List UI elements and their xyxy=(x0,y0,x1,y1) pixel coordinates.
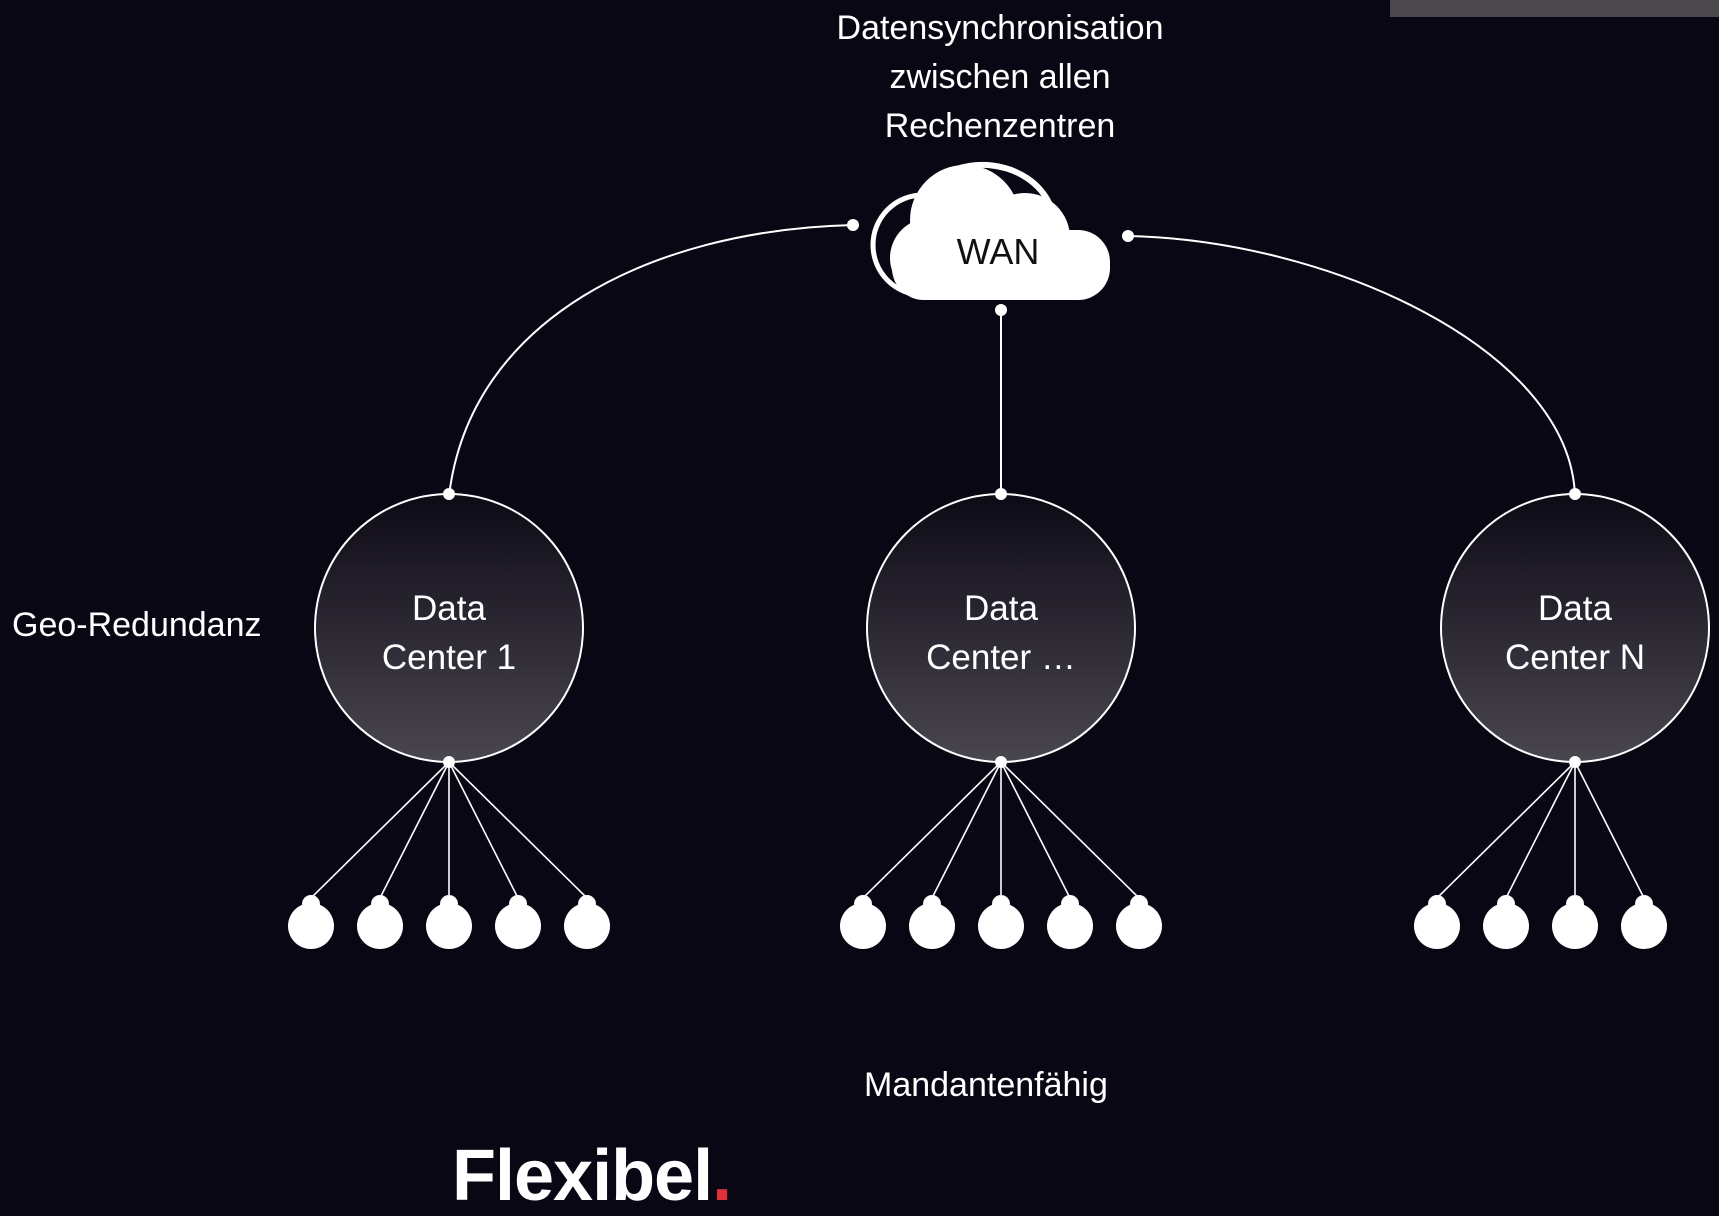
logo-dot: . xyxy=(712,1136,732,1216)
connector-dot xyxy=(1569,488,1581,500)
client-icon xyxy=(840,895,886,949)
client-link xyxy=(1000,761,1071,899)
data-center-label-line-2: Center N xyxy=(1505,638,1645,677)
logo-text: Flexibel xyxy=(452,1136,713,1216)
client-icon xyxy=(357,895,403,949)
client-icon xyxy=(1047,895,1093,949)
wan-title-line-2: zwischen allen xyxy=(889,58,1111,96)
wan-label: WAN xyxy=(957,231,1040,272)
data-center-label-line-1: Data xyxy=(412,589,486,628)
data-center-label-line-2: Center … xyxy=(926,638,1076,677)
corner-bar xyxy=(1390,0,1719,17)
client-icon xyxy=(1552,895,1598,949)
client-icon xyxy=(564,895,610,949)
client-link xyxy=(931,761,1002,899)
client-icon xyxy=(288,895,334,949)
flexibel-logo: Flexibel. xyxy=(452,1140,732,1212)
client-icon xyxy=(426,895,472,949)
wan-title-line-3: Rechenzentren xyxy=(884,107,1116,145)
client-link xyxy=(448,761,519,899)
connector-dot xyxy=(1122,230,1134,242)
connector-dot xyxy=(995,304,1007,316)
client-link xyxy=(1574,761,1645,899)
multi-tenant-label: Mandantenfähig xyxy=(864,1066,1108,1104)
client-link xyxy=(862,761,1002,899)
data-center-label-line-2: Center 1 xyxy=(382,638,516,677)
data-center-label-line-1: Data xyxy=(964,589,1038,628)
client-icon xyxy=(1483,895,1529,949)
client-link xyxy=(448,761,588,899)
client-link xyxy=(1505,761,1576,899)
client-icon xyxy=(1116,895,1162,949)
connector-dot xyxy=(443,488,455,500)
data-center-circle xyxy=(866,493,1136,763)
wan-title-line-1: Datensynchronisation xyxy=(836,9,1164,47)
geo-redundancy-label: Geo-Redundanz xyxy=(12,606,262,644)
connector-dot xyxy=(995,488,1007,500)
client-link xyxy=(310,761,450,899)
client-icon xyxy=(1621,895,1667,949)
data-center-circle xyxy=(314,493,584,763)
client-link xyxy=(379,761,450,899)
wan-link-left xyxy=(448,224,854,497)
data-center-node: DataCenter … xyxy=(840,488,1162,949)
client-icon xyxy=(978,895,1024,949)
wan-title: Datensynchronisation zwischen allen Rech… xyxy=(780,4,1220,151)
connector-dot xyxy=(847,219,859,231)
client-icon xyxy=(495,895,541,949)
wan-link-right xyxy=(1127,235,1576,497)
client-icon xyxy=(1414,895,1460,949)
client-link xyxy=(1000,761,1140,899)
client-link xyxy=(1436,761,1576,899)
client-icon xyxy=(909,895,955,949)
data-center-label-line-1: Data xyxy=(1538,589,1612,628)
cloud-icon xyxy=(870,161,1110,300)
data-center-circle xyxy=(1440,493,1710,763)
